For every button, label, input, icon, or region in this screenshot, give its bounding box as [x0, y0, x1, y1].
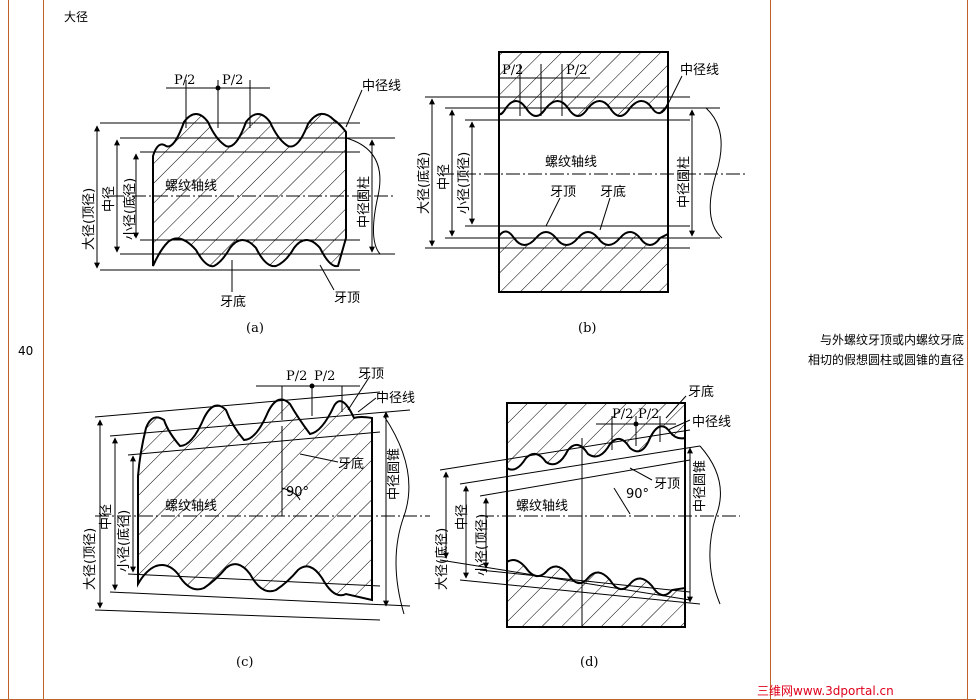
- fig-c-minor-line-bottom: [127, 573, 381, 587]
- fig-a-pitch-line-label: 中径线: [362, 79, 401, 94]
- fig-d-half-pitch-2: P/2: [638, 407, 659, 422]
- table-divider-1: [43, 0, 44, 700]
- fig-a-minor-label: 小径(底径): [122, 178, 138, 240]
- fig-c-half-pitch-2: P/2: [314, 369, 335, 384]
- fig-c-leader-crest: [347, 375, 371, 411]
- figure-a: P/2 P/2 中径线 大径(顶径) 中径 小径(底径) 螺纹轴线 中径圆柱 牙…: [82, 73, 401, 336]
- fig-c-angle-label: 90°: [286, 485, 309, 500]
- fig-b-half-pitch-1: P/2: [502, 63, 523, 78]
- fig-b-pitch-cyl-label: 中径圆柱: [677, 156, 692, 208]
- fig-c-major-line-bottom: [94, 609, 381, 621]
- fig-c-major-label: 大径(顶径): [83, 528, 98, 590]
- fig-b-caption: (b): [578, 321, 596, 336]
- fig-c-pitch-label: 中径: [99, 504, 114, 530]
- fig-d-leader-crest: [629, 467, 653, 481]
- fig-d-upper-body: [506, 402, 686, 471]
- definition-line-1: 与外螺纹牙顶或内螺纹牙底: [819, 333, 964, 347]
- fig-b-root-label: 牙底: [600, 184, 626, 200]
- table-border-right: [967, 0, 968, 700]
- fig-a-pitch-label: 中径: [102, 186, 117, 212]
- definition-line-2: 相切的假想圆柱或圆锥的直径: [807, 353, 964, 367]
- fig-c-angle-arc: [281, 487, 301, 501]
- fig-d-minor-line-bottom: [479, 569, 691, 593]
- fig-d-pitch-cone-label: 中径圆锥: [693, 460, 708, 512]
- fig-a-half-pitch-1: P/2: [174, 73, 195, 88]
- fig-a-leader-pitchline: [345, 89, 363, 128]
- fig-c-pitch-cone-edge: [383, 415, 410, 615]
- table-border-left: [8, 0, 9, 700]
- fig-b-pitch-label: 中径: [437, 164, 452, 190]
- fig-a-root-label: 牙底: [220, 294, 246, 310]
- fig-c-minor-line-top: [127, 431, 381, 456]
- fig-a-half-pitch-2: P/2: [222, 73, 243, 88]
- fig-a-caption: (a): [246, 321, 264, 336]
- row-number: 40: [18, 344, 34, 358]
- fig-c-axis-label: 螺纹轴线: [165, 499, 217, 514]
- fig-c-leader-root: [299, 453, 339, 463]
- fig-d-major-line-top: [439, 429, 691, 471]
- fig-c-minor-label: 小径(底径): [116, 510, 132, 572]
- fig-d-leader-pitchline: [667, 419, 691, 431]
- fig-c-body: [137, 398, 373, 602]
- fig-d-half-pitch-1: P/2: [612, 407, 633, 422]
- fig-d-leader-root: [665, 395, 687, 419]
- figure-d: 牙底 P/2 P/2 中径线 中径圆锥 牙顶 90° 螺纹轴线 大径(底径) 中…: [434, 384, 740, 670]
- fig-a-leader-crest: [319, 264, 335, 291]
- fig-d-minor-line-top: [479, 459, 691, 497]
- fig-c-half-pitch-1: P/2: [286, 369, 307, 384]
- fig-d-root-label: 牙底: [688, 384, 714, 400]
- fig-c-pitch-line-bottom: [109, 591, 411, 607]
- fig-b-crest-label: 牙顶: [550, 185, 576, 200]
- fig-d-major-label: 大径(底径): [434, 528, 450, 590]
- fig-d-minor-label: 小径(顶径): [475, 514, 490, 576]
- fig-b-major-label: 大径(底径): [416, 152, 432, 214]
- fig-a-pitch-dot: [215, 85, 221, 91]
- fig-b-lower-body: [498, 230, 669, 293]
- fig-d-pitch-line-label: 中径线: [692, 415, 731, 430]
- figure-c: P/2 P/2 牙顶 中径线 牙底 90° 螺纹轴线 中径圆锥 大径(顶径) 中…: [83, 367, 430, 670]
- fig-c-pitch-line-top: [109, 409, 411, 437]
- fig-a-crest-label: 牙顶: [334, 291, 360, 306]
- fig-b-leader-root: [599, 197, 611, 231]
- definition-text: 与外螺纹牙顶或内螺纹牙底 相切的假想圆柱或圆锥的直径: [778, 330, 964, 370]
- fig-b-half-pitch-2: P/2: [566, 63, 587, 78]
- fig-b-pitch-cylinder-edge: [705, 107, 723, 239]
- fig-d-crest-label: 牙顶: [654, 477, 680, 492]
- watermark: 三维网www.3dportal.cn: [757, 684, 894, 698]
- fig-d-axis-label: 螺纹轴线: [516, 499, 568, 514]
- fig-d-pitch-cone-edge: [699, 445, 721, 605]
- term-label: 大径: [64, 10, 89, 24]
- fig-d-pitch-label: 中径: [455, 504, 470, 530]
- fig-c-crest-label: 牙顶: [358, 367, 384, 382]
- fig-c-root-label: 牙底: [338, 456, 364, 472]
- fig-c-pitch-line-label: 中径线: [376, 391, 415, 406]
- fig-a-pitch-cyl-label: 中径圆柱: [357, 176, 372, 228]
- fig-b-axis-label: 螺纹轴线: [545, 155, 597, 170]
- fig-d-major-line-bottom: [439, 559, 691, 601]
- fig-d-angle-label: 90°: [626, 487, 649, 502]
- fig-c-pitch-dot: [309, 383, 315, 389]
- fig-c-pitch-cone-label: 中径圆锥: [387, 448, 402, 500]
- fig-b-minor-label: 小径(顶径): [457, 152, 472, 214]
- fig-d-pitch-line-top: [459, 445, 701, 485]
- fig-a-axis-label: 螺纹轴线: [165, 179, 217, 194]
- fig-b-pitch-line-label: 中径线: [680, 63, 719, 78]
- fig-d-pitch-dot: [633, 421, 639, 427]
- fig-c-major-line-top: [94, 391, 381, 418]
- fig-c-caption: (c): [236, 655, 253, 670]
- fig-b-leader-pitchline: [667, 75, 683, 105]
- fig-a-major-label: 大径(顶径): [82, 188, 97, 250]
- fig-b-upper-body: [498, 51, 669, 117]
- fig-b-leader-crest: [545, 197, 561, 227]
- figure-b: P/2 P/2 中径线 大径(底径) 中径 小径(顶径) 螺纹轴线 中径圆柱 牙…: [416, 51, 745, 336]
- table-divider-2: [770, 0, 771, 700]
- fig-c-leader-pitchline: [357, 397, 377, 413]
- fig-d-caption: (d): [580, 655, 598, 670]
- fig-d-pitch-line-bottom: [459, 579, 701, 605]
- fig-d-angle-leader: [613, 487, 631, 515]
